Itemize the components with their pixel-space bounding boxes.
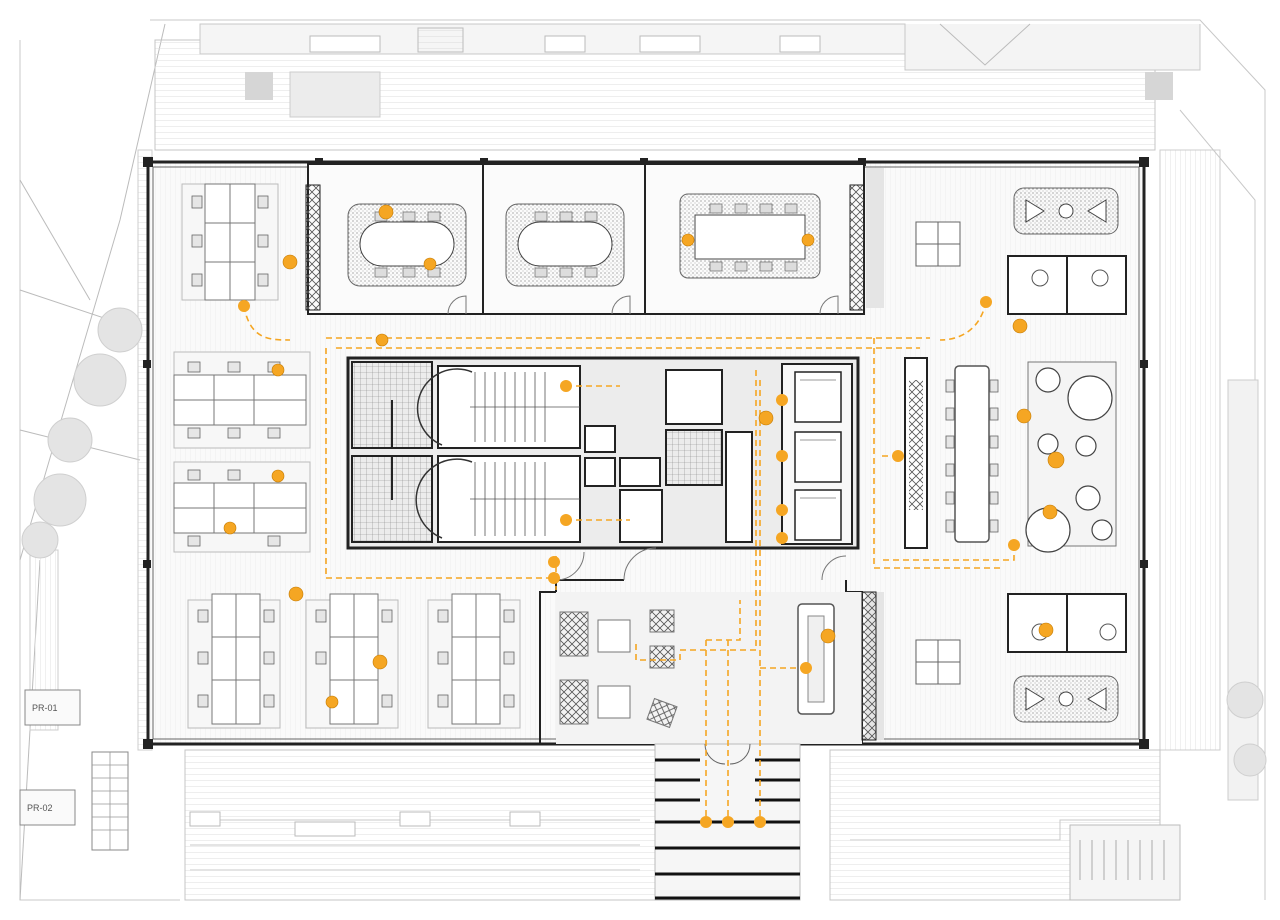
tree-icon — [21, 307, 1267, 777]
pr02-label: PR-02 — [27, 803, 53, 813]
breakout-area — [861, 187, 1127, 741]
site-context: PR-01 PR-02 — [19, 19, 1267, 901]
route-node-icon — [238, 296, 1020, 828]
pr01-label: PR-01 — [32, 703, 58, 713]
building-core — [346, 356, 860, 550]
meeting-rooms — [305, 163, 865, 315]
person-icon — [223, 204, 1065, 709]
